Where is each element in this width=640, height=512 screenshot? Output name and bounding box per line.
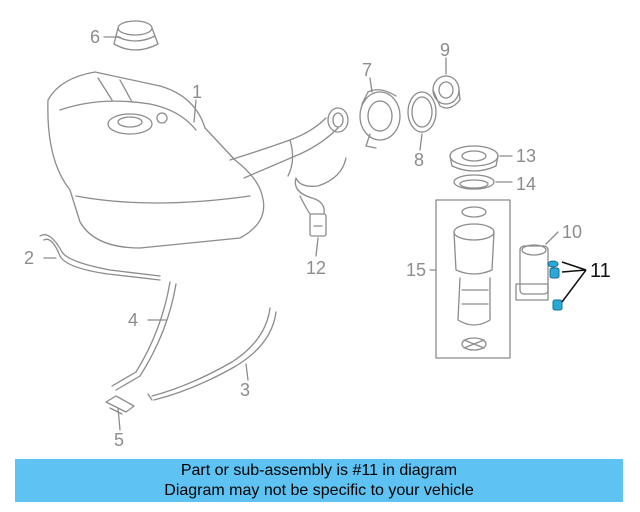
part-3-strap [147,307,277,401]
part-11-leaders [561,261,587,303]
callout-14: 14 [516,174,536,194]
part-12-sender [294,157,347,237]
callout-12: 12 [306,258,326,278]
part-8-gasket [407,91,437,133]
info-banner: Part or sub-assembly is #11 in diagram D… [15,459,623,502]
leader-lines [43,36,559,431]
part-9-adapter [432,75,461,109]
callout-2: 2 [24,248,34,268]
part-13-lock-ring [449,145,499,172]
part-2-strap [39,234,161,281]
callout-13: 13 [516,146,536,166]
part-4-strap [111,281,177,391]
callout-8: 8 [414,150,424,170]
part-5-bracket [105,395,135,415]
callout-7: 7 [362,60,372,80]
callout-3: 3 [240,380,250,400]
callout-1: 1 [192,82,202,102]
callout-5: 5 [114,430,124,450]
callout-15: 15 [406,260,426,280]
part-7-flange [359,89,401,149]
part-10-pump [515,244,549,301]
parts-diagram: 6 1 2 4 3 5 7 8 9 12 13 14 15 10 11 [24,20,611,450]
banner-line-disclaimer: Diagram may not be specific to your vehi… [164,481,474,499]
part-11-clamps [547,260,563,311]
part-15-pump-assembly [435,199,511,359]
callout-6: 6 [90,27,100,47]
callout-11: 11 [590,260,611,282]
banner-line-part: Part or sub-assembly is #11 in diagram [180,461,458,479]
part-6-cap [113,20,159,51]
part-14-seal [453,174,495,190]
part-1-fuel-tank [47,71,349,249]
callout-9: 9 [440,40,450,60]
callout-10: 10 [562,222,582,242]
callout-4: 4 [128,310,138,330]
